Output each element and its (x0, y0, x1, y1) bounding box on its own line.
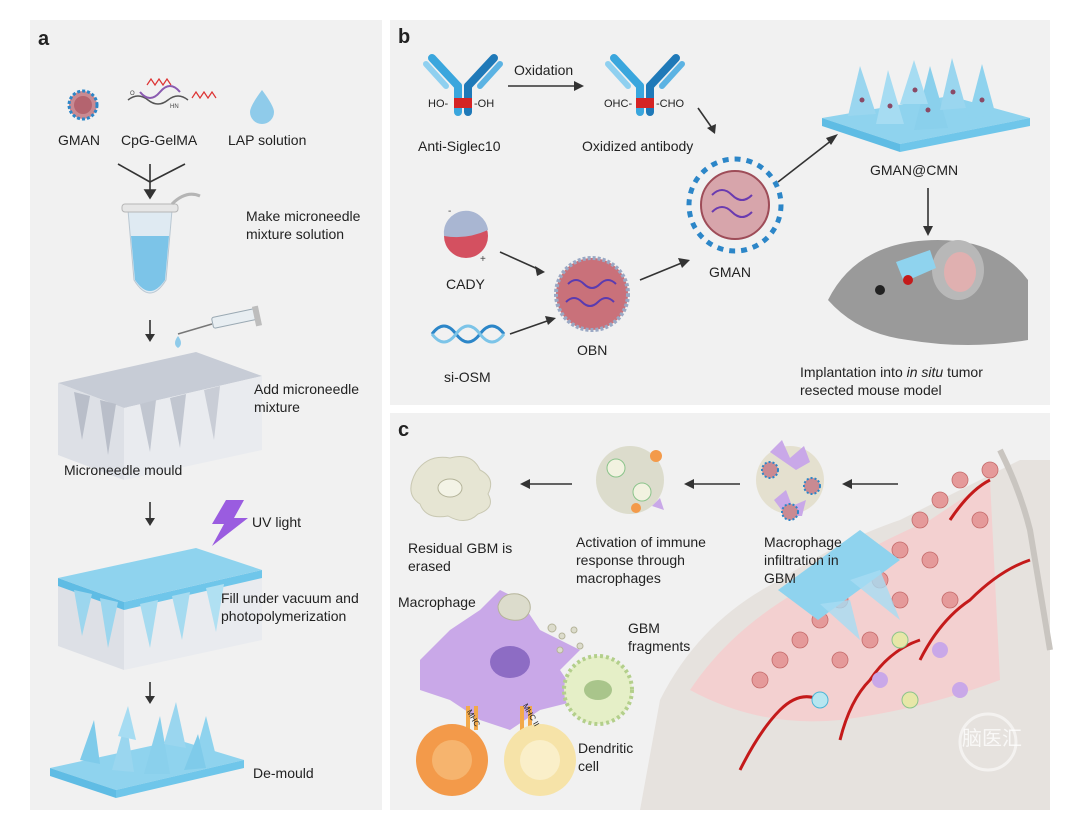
gman-particle-icon (67, 89, 99, 121)
implantation-pre: Implantation into (800, 364, 907, 380)
add-mixture-label-2: mixture (254, 399, 300, 415)
obn-label: OBN (577, 342, 608, 358)
dendritic-cell-label-1: Dendritic (578, 740, 634, 756)
microneedle-mould (58, 352, 262, 480)
make-mixture-label-2: mixture solution (246, 226, 345, 242)
syringe-icon (175, 305, 263, 348)
gbm-fragments-label-2: fragments (628, 638, 691, 654)
panel-a-label: a (38, 28, 50, 50)
gman-nanoparticle-icon (686, 156, 784, 254)
macrophage-label: Macrophage (398, 594, 476, 610)
dendritic-cell-icon (562, 654, 634, 726)
si-osm-label: si-OSM (444, 369, 491, 385)
watermark-text: 脑医汇 (962, 726, 1022, 750)
gman-label: GMAN (58, 132, 100, 148)
add-mixture-label-1: Add microneedle (254, 381, 360, 397)
ho-label: HO- (428, 98, 449, 110)
residual-gbm-label-2: erased (408, 558, 451, 574)
macrophage-infiltration-label-2: infiltration in (764, 552, 839, 568)
gman-cmn-patch-icon (822, 58, 1030, 152)
cho-label: -CHO (656, 98, 685, 110)
filled-mould (58, 548, 262, 670)
activation-label-2: response through (576, 552, 685, 568)
de-mould-label: De-mould (253, 765, 314, 781)
anti-siglec10-label: Anti-Siglec10 (418, 138, 501, 154)
cpg-gelma-label: CpG-GelMA (121, 132, 198, 148)
obn-nanoparticle-icon (554, 256, 630, 332)
macrophage-infiltration-label-1: Macrophage (764, 534, 842, 550)
gbm-fragments-label-1: GBM (628, 620, 660, 636)
lap-solution-label: LAP solution (228, 132, 307, 148)
watermark-logo (958, 712, 1018, 772)
gbm-fragments-icon (497, 593, 584, 654)
implantation-post: tumor (943, 364, 983, 380)
dendritic-cell-label-2: cell (578, 758, 600, 774)
make-mixture-label-1: Make microneedle (246, 208, 361, 224)
immune-activation-cluster (596, 446, 664, 514)
svg-text:-: - (448, 206, 451, 217)
ohc-label: OHC- (604, 98, 633, 110)
oxidation-label: Oxidation (514, 62, 574, 78)
in-situ-text: in situ (906, 364, 944, 380)
mouse-head-icon (828, 240, 1028, 345)
uv-light-bolt-icon (212, 500, 248, 546)
microneedle-mould-label: Microneedle mould (64, 462, 183, 478)
uv-light-label: UV light (252, 514, 302, 530)
t-cells (416, 724, 576, 796)
svg-text:+: + (480, 254, 486, 265)
oxidized-antibody-icon (605, 54, 685, 116)
gman-b-label: GMAN (709, 264, 751, 280)
fill-vacuum-label-2: photopolymerization (221, 608, 347, 624)
oh-label: -OH (474, 98, 495, 110)
lap-drop-icon (250, 90, 274, 124)
inserted-microneedle (778, 530, 900, 640)
macrophage-infiltration-cluster (756, 440, 824, 521)
macrophage-cell-icon (420, 590, 580, 730)
activation-label-1: Activation of immune (576, 534, 706, 550)
svg-text:HN: HN (170, 104, 179, 110)
macrophage-infiltration-label-3: GBM (764, 570, 796, 586)
implantation-label-2: resected mouse model (800, 382, 942, 398)
cady-particle-icon: - + (443, 206, 488, 265)
gman-cmn-label: GMAN@CMN (870, 162, 959, 178)
svg-text:O: O (130, 91, 135, 97)
fill-vacuum-label-1: Fill under vacuum and (221, 590, 359, 606)
microneedle-patch (50, 702, 244, 798)
activation-label-3: macrophages (576, 570, 661, 586)
implantation-label-1: Implantation into in situ tumor (800, 364, 983, 381)
residual-gbm-cell-icon (410, 456, 492, 521)
panel-c-label: c (398, 419, 410, 441)
brain-tissue (640, 448, 1053, 810)
merge-arrows (117, 163, 186, 200)
eppendorf-tube-icon (121, 192, 201, 294)
anti-siglec10-antibody-icon (423, 54, 503, 116)
panel-b-label: b (398, 26, 411, 48)
infiltrating-cells (811, 631, 968, 709)
cpg-gelma-chain-icon: O HN (127, 77, 217, 110)
oxidized-antibody-label: Oxidized antibody (582, 138, 694, 154)
residual-gbm-label-1: Residual GBM is (408, 540, 513, 556)
si-osm-helix-icon (430, 324, 506, 344)
cady-label: CADY (446, 276, 485, 292)
